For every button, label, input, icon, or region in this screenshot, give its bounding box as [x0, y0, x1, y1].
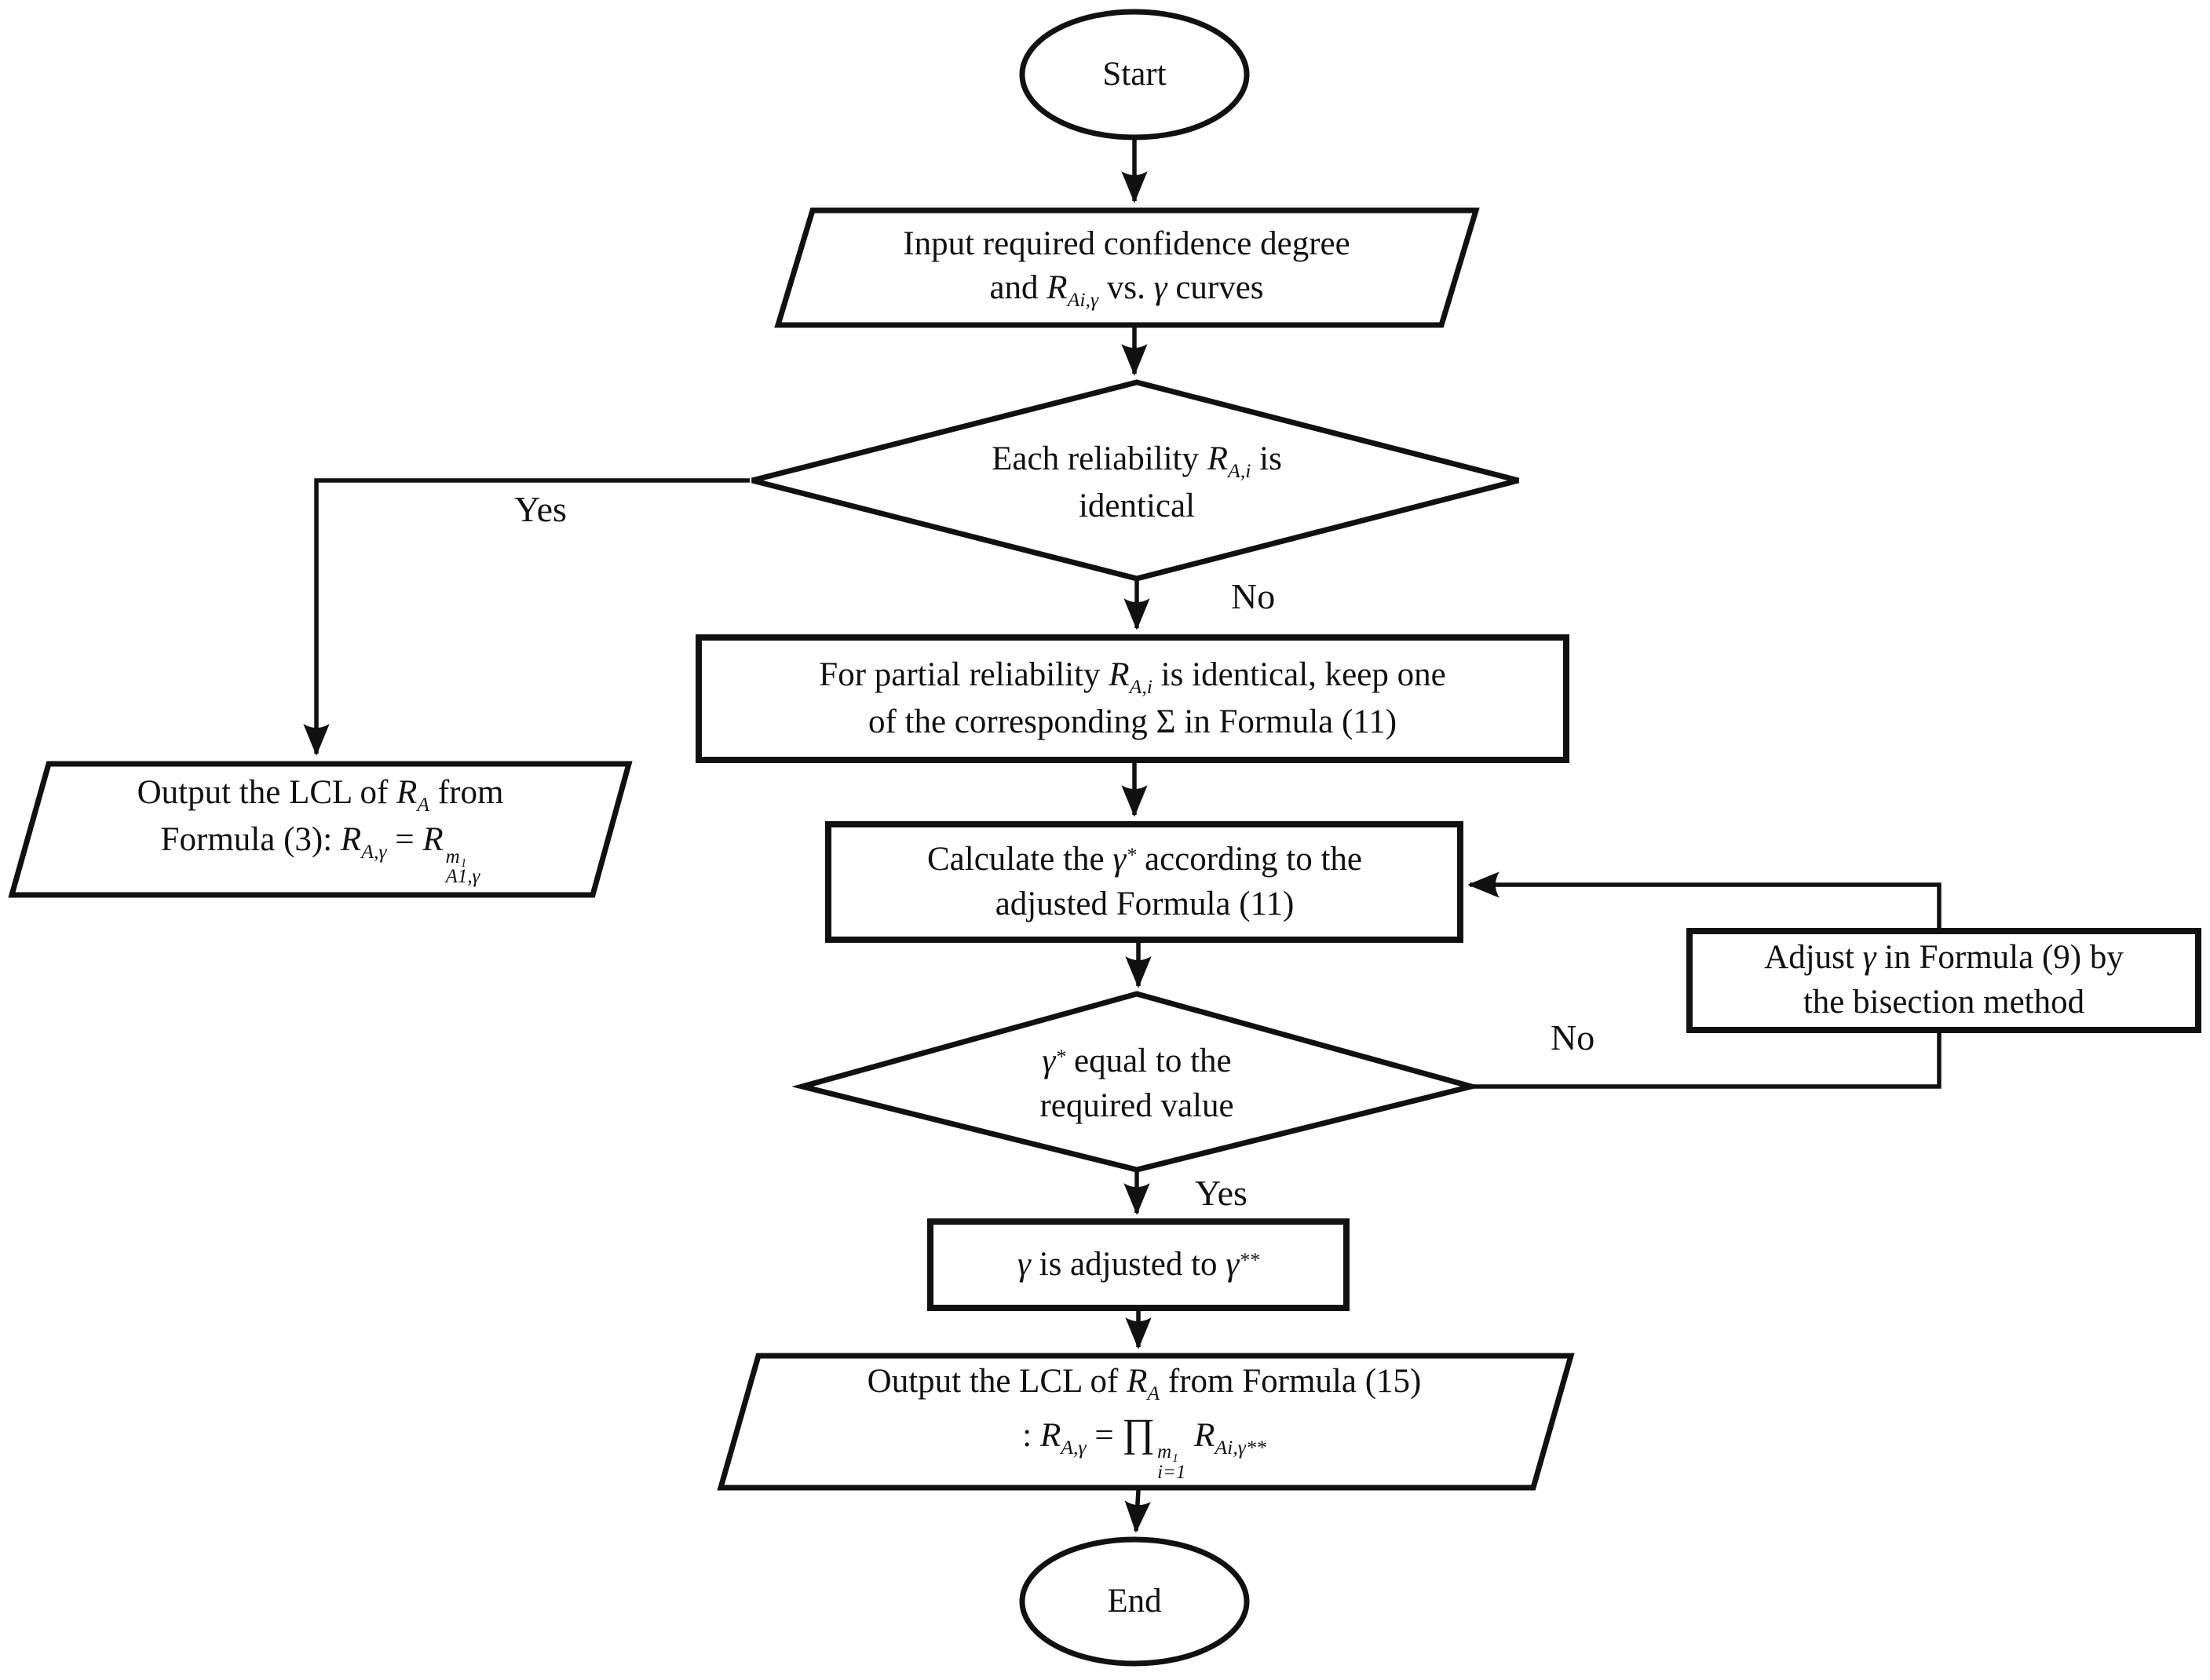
keep-one-process-box: [696, 634, 1569, 763]
decision-identical-diamond: [751, 379, 1519, 582]
start-terminator: [1019, 9, 1250, 141]
input-parallelogram: [774, 207, 1480, 328]
arrow-output-to-end: [1124, 1489, 1151, 1533]
arrow-decision1-yes-left: [303, 478, 750, 756]
adjust-gamma-process-box: [1686, 928, 2201, 1033]
line-decision2-no-to-adjust: [1474, 1028, 1942, 1089]
decision-gamma-equal-diamond: [791, 991, 1482, 1173]
gamma-adjusted-process-box: [927, 1218, 1350, 1311]
output-formula15-parallelogram: [717, 1353, 1575, 1491]
end-terminator: [1019, 1536, 1250, 1667]
arrow-adjust-to-calc: [1467, 871, 1942, 933]
output-formula3-parallelogram: [8, 761, 633, 898]
calculate-gamma-process-box: [825, 821, 1463, 943]
